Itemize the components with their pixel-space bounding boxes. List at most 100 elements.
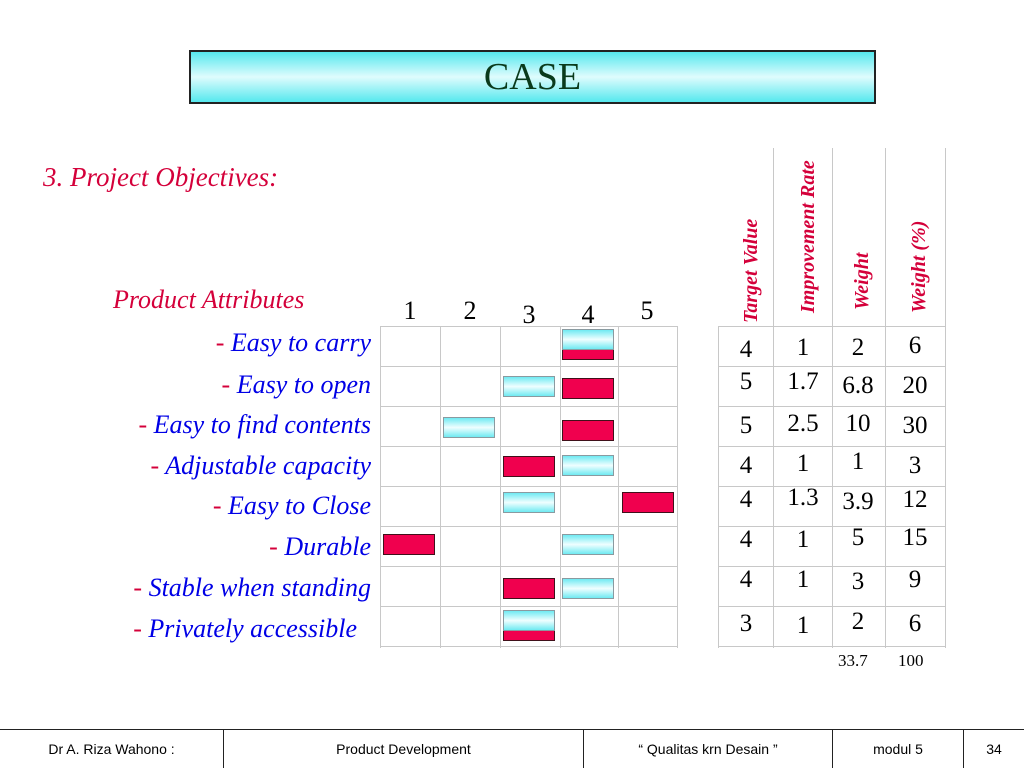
attribute-dash: - xyxy=(133,614,149,643)
attributes-header: Product Attributes xyxy=(113,285,305,314)
table-cell: 30 xyxy=(902,412,928,439)
current-level-marker xyxy=(503,456,555,477)
table-hline xyxy=(718,406,945,407)
attribute-text: Privately accessible xyxy=(148,614,357,643)
table-cell: 2 xyxy=(851,334,865,361)
grid-hline xyxy=(380,606,677,607)
table-cell: 4 xyxy=(739,452,753,479)
footer-author: Dr A. Riza Wahono : xyxy=(0,730,224,768)
table-cell: 3.9 xyxy=(842,488,874,515)
table-hline xyxy=(718,526,945,527)
target-level-marker xyxy=(562,534,614,555)
target-level-marker xyxy=(503,376,555,397)
attribute-label: - Easy to carry xyxy=(216,328,371,358)
attribute-label: - Privately accessible xyxy=(133,614,357,644)
table-hline xyxy=(718,646,945,647)
table-cell: 10 xyxy=(845,410,871,437)
table-vline xyxy=(832,148,833,648)
section-label: 3. Project Objectives: xyxy=(43,162,279,192)
grid-vline xyxy=(560,326,561,648)
grid-hline xyxy=(380,566,677,567)
current-level-marker xyxy=(562,420,614,441)
scale-number: 4 xyxy=(581,300,595,329)
attribute-text: Durable xyxy=(284,532,371,561)
grid-hline xyxy=(380,406,677,407)
table-cell: 4 xyxy=(739,336,753,363)
table-cell: 1 xyxy=(796,450,810,477)
table-cell: 5 xyxy=(851,524,865,551)
table-cell: 1 xyxy=(796,566,810,593)
attribute-label: - Easy to find contents xyxy=(138,410,371,440)
table-cell: 5 xyxy=(739,412,753,439)
footer-topic: “ Qualitas krn Desain ” xyxy=(584,730,833,768)
grid-hline xyxy=(380,526,677,527)
grid-vline xyxy=(677,326,678,648)
attribute-dash: - xyxy=(150,451,166,480)
table-cell: 2.5 xyxy=(787,410,819,437)
attribute-label: - Durable xyxy=(269,532,371,562)
table-cell: 1 xyxy=(796,526,810,553)
current-level-marker xyxy=(622,492,674,513)
attribute-label: - Easy to Close xyxy=(213,491,371,521)
table-cell: 5 xyxy=(739,368,753,395)
table-column-header: Weight xyxy=(851,252,873,310)
table-cell: 6 xyxy=(908,610,922,637)
table-cell: 1 xyxy=(796,612,810,639)
grid-hline xyxy=(380,366,677,367)
table-cell: 3 xyxy=(908,452,922,479)
table-cell: 4 xyxy=(739,486,753,513)
current-level-marker xyxy=(503,578,555,599)
footer: Dr A. Riza Wahono : Product Development … xyxy=(0,729,1024,768)
attribute-label: - Stable when standing xyxy=(133,573,371,603)
grid-hline xyxy=(380,646,677,647)
attribute-label: - Adjustable capacity xyxy=(151,451,371,481)
table-hline xyxy=(718,486,945,487)
attribute-dash: - xyxy=(133,573,149,602)
table-hline xyxy=(718,366,945,367)
table-column-header: Weight (%) xyxy=(908,220,930,313)
scale-number: 5 xyxy=(640,296,654,325)
table-hline xyxy=(718,446,945,447)
attribute-text: Easy to open xyxy=(236,370,371,399)
table-cell: 2 xyxy=(851,608,865,635)
grid-vline xyxy=(500,326,501,648)
target-level-marker xyxy=(503,492,555,513)
title-banner: CASE xyxy=(189,50,876,104)
table-hline xyxy=(718,606,945,607)
table-cell: 9 xyxy=(908,566,922,593)
grid-vline xyxy=(618,326,619,648)
target-level-marker xyxy=(562,329,614,350)
table-cell: 4 xyxy=(739,526,753,553)
grid-hline xyxy=(380,446,677,447)
attribute-dash: - xyxy=(269,532,285,561)
target-level-marker xyxy=(562,578,614,599)
current-level-marker xyxy=(383,534,435,555)
footer-module: modul 5 xyxy=(833,730,964,768)
table-cell: 12 xyxy=(902,486,928,513)
grid-vline xyxy=(380,326,381,648)
table-vline xyxy=(945,148,946,648)
footer-course: Product Development xyxy=(224,730,584,768)
attribute-dash: - xyxy=(215,328,231,357)
table-cell: 1 xyxy=(851,448,865,475)
table-cell: 20 xyxy=(902,372,928,399)
scale-number: 1 xyxy=(403,296,417,325)
target-level-marker xyxy=(562,455,614,476)
target-level-marker xyxy=(503,610,555,631)
table-cell: 3 xyxy=(739,610,753,637)
attribute-dash: - xyxy=(212,491,228,520)
grid-hline xyxy=(380,326,677,327)
table-hline xyxy=(718,326,945,327)
attribute-text: Stable when standing xyxy=(148,573,371,602)
attribute-text: Adjustable capacity xyxy=(165,451,371,480)
target-level-marker xyxy=(443,417,495,438)
table-vline xyxy=(885,148,886,648)
table-cell: 1 xyxy=(796,334,810,361)
scale-number: 2 xyxy=(463,296,477,325)
attribute-text: Easy to find contents xyxy=(153,410,371,439)
slide-title: CASE xyxy=(483,56,582,98)
weight-pct-total: 100 xyxy=(898,651,924,670)
table-cell: 4 xyxy=(739,566,753,593)
table-vline xyxy=(773,148,774,648)
table-column-header: Improvement Rate xyxy=(797,160,819,313)
